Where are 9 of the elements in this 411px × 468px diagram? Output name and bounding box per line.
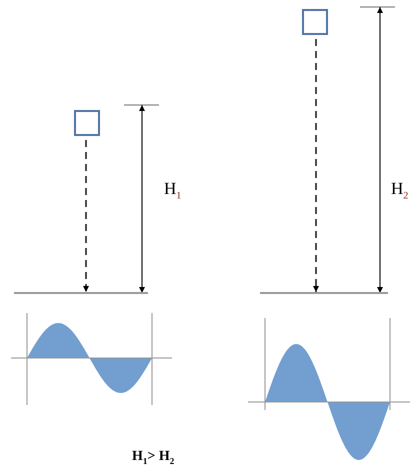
height-label: H$_{2}$ <box>391 180 408 202</box>
ground-line <box>14 292 148 294</box>
falling-arrow <box>83 140 89 292</box>
falling-block <box>74 110 100 136</box>
ground-line <box>260 292 388 294</box>
comparison-note: H$_{1}$> H$_{2}$ <box>132 450 174 466</box>
falling-arrow <box>313 39 319 292</box>
falling-block <box>302 9 328 35</box>
height-label: H$_{1}$ <box>164 180 182 202</box>
